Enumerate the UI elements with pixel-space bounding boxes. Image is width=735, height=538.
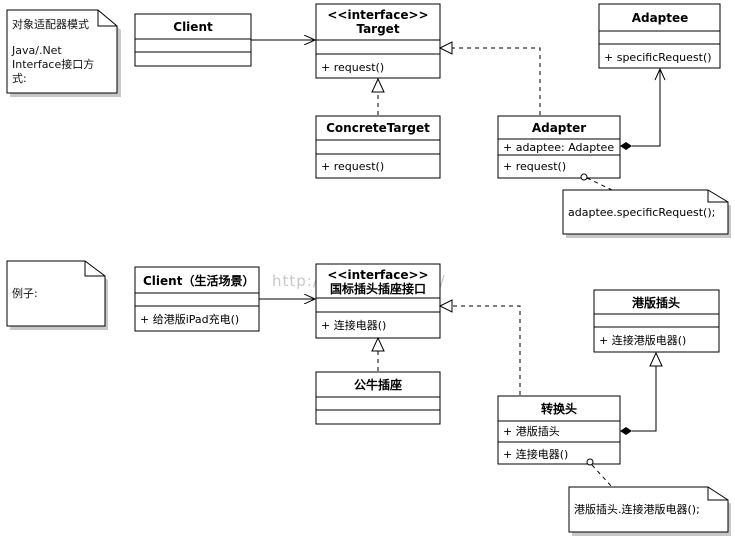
bottom-adaptee-name: 港版插头: [632, 295, 680, 310]
bottom-concrete-name: 公牛插座: [354, 377, 402, 392]
top-association-arrowhead: [654, 67, 666, 81]
bottom-client-name: Client（生活场景）: [143, 273, 254, 288]
bottom-client-method: + 给港版iPad充电(): [140, 312, 239, 326]
bottom-target-stereotype: <<interface>>: [327, 268, 428, 282]
bottom-note-title: 例子:: [12, 286, 38, 300]
top-target-interface: <<interface>> Target + request(): [315, 3, 441, 79]
bottom-target-interface: <<interface>> 国标插头插座接口 + 连接电器(): [315, 263, 441, 339]
bottom-code-note-text: 港版插头.连接港版电器();: [574, 502, 700, 516]
bottom-adapter-field: + 港版插头: [503, 424, 560, 438]
bottom-client-class: Client（生活场景） + 给港版iPad充电(): [134, 266, 260, 332]
top-note-line2: Interface接口方: [12, 57, 94, 71]
top-composition-diamond: [620, 142, 632, 150]
top-concrete-class: ConcreteTarget + request(): [315, 115, 441, 179]
bottom-composition-diamond: [620, 427, 632, 435]
top-note-line3: 式:: [12, 72, 27, 85]
top-adapter-class: Adapter + adaptee: Adaptee + request(): [497, 115, 621, 179]
bottom-target-name: 国标插头插座接口: [330, 281, 426, 296]
top-target-name: Target: [356, 22, 399, 36]
top-note: 对象适配器模式 Java/.Net Interface接口方 式:: [6, 9, 121, 97]
top-adapter-realizes-target: [452, 47, 541, 115]
top-note-title: 对象适配器模式: [12, 17, 89, 31]
top-note-link-circle: [580, 173, 588, 181]
top-adapter-name: Adapter: [532, 121, 586, 135]
top-adapter-method: + request(): [503, 160, 566, 173]
bottom-adapter-class: 转换头 + 港版插头 + 连接电器(): [497, 395, 621, 465]
top-concrete-name: ConcreteTarget: [326, 121, 430, 135]
top-adaptee-class: Adaptee + specificRequest(): [598, 3, 721, 69]
bottom-generalization-triangle: [649, 351, 663, 367]
top-concrete-triangle: [371, 77, 385, 93]
bottom-adapter-realizes-target: [452, 305, 521, 395]
top-target-method: + request(): [321, 61, 384, 74]
bottom-concrete-class: 公牛插座: [315, 371, 441, 425]
top-client-name: Client: [173, 20, 213, 34]
top-client-class: Client: [134, 13, 252, 67]
bottom-adapter-name: 转换头: [541, 401, 577, 416]
bottom-adapter-method: + 连接电器(): [503, 448, 568, 461]
bottom-note-link: [591, 464, 613, 488]
top-adapter-adaptee-association: [632, 69, 661, 147]
bottom-target-method: + 连接电器(): [321, 319, 386, 332]
top-note-line1: Java/.Net: [11, 44, 62, 57]
top-adaptee-method: + specificRequest(): [604, 51, 712, 64]
bottom-concrete-triangle: [371, 336, 385, 352]
bottom-adapter-adaptee-link: [632, 366, 657, 432]
bottom-note: 例子:: [6, 260, 108, 330]
top-adapter-field: + adaptee: Adaptee: [503, 141, 614, 154]
bottom-realization-triangle: [438, 299, 453, 313]
top-target-stereotype: <<interface>>: [327, 8, 428, 22]
bottom-note-link-circle: [586, 458, 594, 466]
bottom-code-note: 港版插头.连接港版电器();: [568, 486, 731, 536]
top-code-note: adaptee.specificRequest();: [562, 189, 731, 238]
bottom-adaptee-method: + 连接港版电器(): [599, 333, 686, 347]
top-adaptee-name: Adaptee: [632, 11, 689, 25]
top-code-note-text: adaptee.specificRequest();: [568, 206, 715, 219]
bottom-adaptee-class: 港版插头 + 连接港版电器(): [593, 289, 720, 353]
top-realization-triangle: [438, 41, 453, 55]
top-note-link: [586, 177, 613, 191]
top-concrete-method: + request(): [321, 160, 384, 173]
